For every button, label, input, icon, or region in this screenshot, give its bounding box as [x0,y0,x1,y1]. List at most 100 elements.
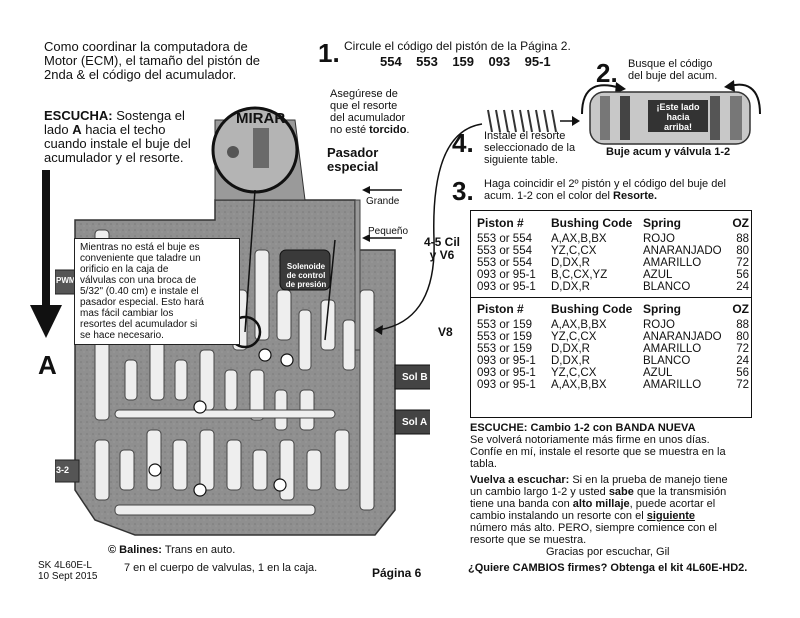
escucha-text: lado [44,122,73,137]
bushing-badge: ¡Este lado hacia arriba! [652,102,704,132]
size-arrows-icon [362,186,402,242]
vuelva-line: cambio instalando un resorte con el [470,510,647,522]
table-cell: ANARANJADO [643,331,722,343]
step-4-line: seleccionado de la [484,142,576,154]
footer-date: 10 Sept 2015 [38,571,98,582]
table-cell: 72 [736,257,749,269]
escucha-text: A [72,122,82,137]
table-cell: A,AX,B,BX [551,319,607,331]
col-oz: OZ [732,216,749,230]
step-4-text: Instale el resorte seleccionado de la si… [484,130,575,166]
escucha-text: Sostenga el [112,108,185,123]
table-cell: AZUL [643,269,673,281]
step-3-text: Haga coincidir el 2º pistón y el código … [484,178,784,202]
drill-note-line: resortes del acumulador si [80,319,198,330]
spring-note-line: que el resorte [330,100,398,112]
piston-code: 553 [416,54,438,69]
escuche-line: Confíe en mí, instale el resorte que se … [470,446,726,458]
table-cell: 093 or 95-1 [477,355,536,367]
piston-code: 95-1 [524,54,551,69]
table-cell: 553 or 159 [477,319,532,331]
table-cell: 24 [736,281,749,293]
bushing-illustration [581,80,761,145]
spring-table: Piston # Bushing Code Spring OZ 553 or 5… [470,210,752,418]
table-cell: 72 [736,343,749,355]
grande-label: Grande [366,196,400,207]
pequeno-label: Pequeño [368,226,409,237]
drill-note-line: se hace necesario. [80,330,164,341]
vuelva-line: resorte que se muestra. [470,534,587,546]
down-arrow-icon [30,170,62,338]
step-2-line: del buje del acum. [628,70,718,82]
balines-label: Balines: [119,544,162,556]
vuelva-thanks: Gracias por escuchar, Gil [546,546,670,558]
pointer-curve-icon [374,123,483,335]
escucha-text: acumulador y el resorte. [44,150,184,165]
table-cell: 553 or 554 [477,245,532,257]
sol-b-label: Sol B [402,372,428,383]
page-number: Página 6 [372,566,422,580]
spring-note-line: del acumulador [330,112,406,124]
vuelva-note: Vuelva a escuchar: Si en la prueba de ma… [470,474,780,558]
step-3-bold: Resorte. [613,190,658,202]
drill-note-line: Mientras no está el buje es [80,242,200,253]
table-cell: D,DX,R [551,281,590,293]
table-cell: AZUL [643,367,673,379]
drill-note-line: mas fácil cambiar los [80,308,174,319]
v6-table: Piston # Bushing Code Spring OZ 553 or 5… [477,217,749,293]
step-1-number: 1. [318,38,340,68]
table-cell: A,AX,B,BX [551,233,607,245]
solenoid-label-line: Solenoide [286,262,326,271]
step-3-number: 3. [452,176,474,206]
table-cell: 553 or 554 [477,257,532,269]
table-cell: 88 [736,319,749,331]
table-cell: YZ,C,CX [551,367,597,379]
drill-note-line: válvulas con una broca de [80,275,197,286]
table-cell: YZ,C,CX [551,331,597,343]
pwm-label: PWM [56,276,76,285]
footer-code: SK 4L60E-L [38,560,92,571]
table-cell: 093 or 95-1 [477,281,536,293]
cil-label-line: 4-5 Cil [424,235,461,249]
vuelva-line: número más alto. PERO, siempre comience … [470,522,717,534]
spring-note-bold: torcido [369,124,407,136]
col-piston: Piston # [477,216,524,230]
drill-note-line: 5/32" (0.40 cm) e instale el [80,286,199,297]
escuche-title: ESCUCHE: Cambio 1-2 con BANDA NUEVA [470,422,696,434]
table-cell: 24 [736,355,749,367]
vuelva-line: tiene una banda con [470,498,573,510]
table-cell: 553 or 159 [477,331,532,343]
kit-promo: ¿Quiere CAMBIOS firmes? Obtenga el kit 4… [468,562,748,574]
step-3-line: Haga coincidir el 2º pistón y el código … [484,178,726,190]
table-cell: D,DX,R [551,343,590,355]
intro-line: Motor (ECM), el tamaño del pistón de [44,53,261,68]
table-cell: ROJO [643,233,675,245]
table-cell: D,DX,R [551,355,590,367]
table-cell: AMARILLO [643,379,702,391]
v8-table: Piston # Bushing Code Spring OZ 553 or 1… [477,303,749,391]
solenoid-label-line: de presión [285,280,327,289]
balines-note: © Balines: Trans en auto. [108,544,235,556]
vuelva-line: un cambio largo 1-2 y usted [470,486,609,498]
sol-a-label: Sol A [402,417,428,428]
table-cell: 553 or 554 [477,233,532,245]
table-cell: A,AX,B,BX [551,379,607,391]
escuche-line: Se volverá notoriamente más firme en uno… [470,434,710,446]
table-cell: YZ,C,CX [551,245,597,257]
table-cell: 56 [736,367,749,379]
table-cell: ANARANJADO [643,245,722,257]
table-cell: 093 or 95-1 [477,379,536,391]
table-row: 553 or 159 A,AX,B,BX ROJO 88 [477,319,749,331]
drill-note-line: conveniente que taladre un [80,253,201,264]
solenoid-label: Solenoide de control de presión [282,262,330,289]
table-cell: ROJO [643,319,675,331]
